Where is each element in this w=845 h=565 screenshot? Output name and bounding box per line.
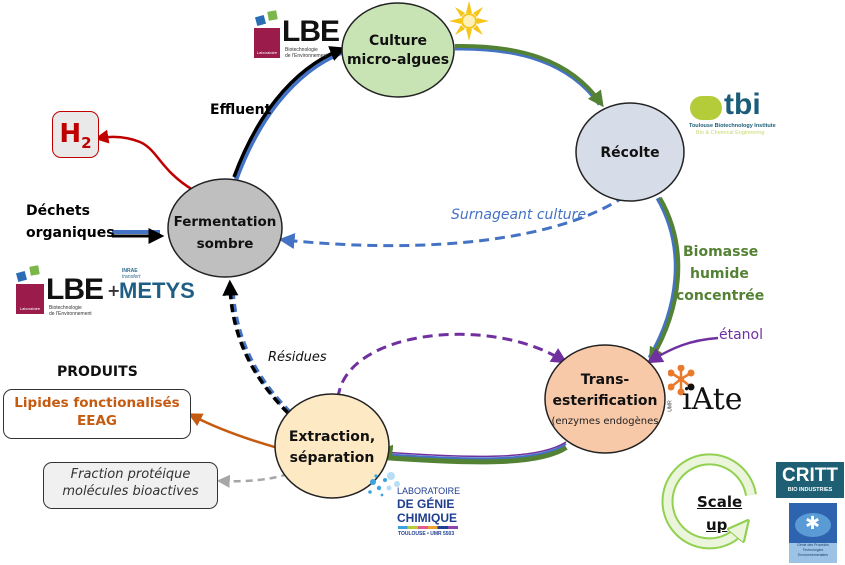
node-extraction[interactable]: Extraction, séparation (274, 393, 390, 499)
lipides-line-2: EEAG (77, 413, 117, 429)
gpte-line-3: Environnementales (798, 553, 828, 557)
iate-molecule-icon (668, 365, 695, 396)
arrow-lipides (188, 413, 279, 450)
gpte-line-2: Technologies (802, 548, 824, 552)
lbe-blue-square-icon (254, 14, 267, 27)
arrow-surnageant (278, 194, 626, 249)
gpte-line-1: Génie des Procédés (797, 543, 829, 547)
node-trans-label-1: Trans- (581, 372, 630, 388)
gpte-text-panel: Génie des Procédés Technologies Environn… (789, 543, 837, 563)
node-extraction-label-2: séparation (290, 450, 375, 466)
logo-tbi: tbi Toulouse Biotechnology Institute Bio… (688, 88, 798, 136)
metys-name: METYS (119, 278, 195, 303)
sun-icon (449, 1, 489, 41)
lgc-line-4: TOULOUSE • UMR 5503 (398, 531, 455, 537)
logo-lbe-left: Laboratoire LBE Biotechnologie de l'Envi… (14, 264, 109, 317)
lbe-sub-2: de l'Environnement (285, 53, 328, 59)
tbi-name: tbi (724, 88, 761, 121)
tbi-sub-1: Toulouse Biotechnology Institute (689, 123, 776, 129)
output-fraction: Fraction protéique molécules bioactives (43, 462, 218, 509)
label-effluent: Effluent (210, 102, 272, 118)
label-produits: PRODUITS (57, 364, 138, 380)
label-residues: Résidues (268, 350, 327, 365)
h2-main: H (59, 119, 82, 149)
lbe-sub-2: de l'Environnement (49, 311, 92, 317)
node-fermentation[interactable]: Fermentation sombre (167, 178, 283, 278)
lbe-green-square-icon (29, 265, 40, 276)
scale-up-cycle-icon (661, 453, 757, 550)
node-recolte[interactable]: Récolte (575, 102, 685, 202)
metys-pre-2: transfert (122, 274, 141, 280)
arrow-trans-to-extraction (376, 441, 568, 465)
scale-up-label-2: up (706, 516, 728, 534)
logo-plus: + (107, 281, 121, 300)
iate-name: iAte (682, 382, 743, 417)
label-surnageant: Surnageant culture (451, 207, 587, 223)
lipides-line-1: Lipides fonctionalisés (14, 395, 180, 411)
fraction-line-1: Fraction protéique (70, 467, 191, 482)
fraction-line-2: molécules bioactives (62, 484, 199, 499)
output-lipides: Lipides fonctionalisés EEAG (3, 389, 191, 439)
lbe-sub-1: Biotechnologie (49, 305, 82, 311)
tbi-sub-2: Bio & Chemical Engineering (696, 130, 765, 136)
logo-lbe-top: Laboratoire LBE Biotechnologie de l'Envi… (252, 8, 347, 59)
logo-iate: UMR iAte (668, 365, 760, 420)
lbe-red-block (254, 28, 280, 58)
scale-up-label-1: Scale (697, 493, 743, 511)
label-dechets-2: organiques (26, 225, 115, 241)
output-h2: H2 (52, 111, 99, 158)
metys-pre-1: INRAE (122, 268, 138, 274)
arrow-dechets (112, 228, 165, 244)
node-fermentation-label-1: Fermentation (174, 214, 277, 230)
lbe-name: LBE (46, 273, 104, 306)
node-culture-label-2: micro-algues (347, 52, 449, 68)
critt-sub: BIO INDUSTRIES (787, 487, 833, 493)
lgc-bubbles-icon (368, 472, 400, 497)
logo-lgc: LABORATOIRE DE GÉNIE CHIMIQUE TOULOUSE •… (365, 468, 475, 548)
lbe-blue-square-icon (15, 270, 28, 283)
gpte-emblem-icon (795, 513, 831, 537)
arrow-residues-purple (336, 332, 568, 399)
arrow-h2 (94, 129, 194, 192)
critt-name: CRITT (782, 465, 838, 486)
h2-sub: 2 (81, 134, 92, 152)
lgc-line-2: DE GÉNIE (397, 497, 455, 511)
lbe-sub-1: Biotechnologie (285, 47, 318, 53)
node-culture[interactable]: Culture micro-algues (341, 2, 455, 98)
arrow-fraction (216, 472, 289, 488)
tbi-dots-icon (690, 96, 722, 120)
lbe-tag: Laboratoire (256, 50, 278, 55)
node-culture-label-1: Culture (369, 33, 427, 49)
arrow-culture-to-recolte (454, 43, 604, 108)
lgc-line-1: LABORATOIRE (397, 486, 461, 496)
node-fermentation-label-2: sombre (197, 236, 254, 252)
lbe-name: LBE (282, 15, 340, 48)
arrow-effluent (232, 46, 346, 180)
gpte-snowflake-icon: ✱ (805, 513, 821, 533)
lbe-red-block (16, 284, 44, 314)
label-biomasse-3: concentrée (676, 288, 765, 304)
arrow-biomasse (647, 196, 681, 364)
node-recolte-label: Récolte (600, 145, 659, 161)
arrow-residues-to-fermentation (222, 279, 292, 415)
logo-gpte: ✱ Génie des Procédés Technologies Enviro… (789, 503, 837, 563)
lgc-color-bar (398, 526, 458, 529)
label-dechets-1: Déchets (26, 203, 90, 219)
lgc-line-3: CHIMIQUE (397, 511, 457, 525)
node-transesterification[interactable]: Trans- esterification (enzymes endogènes (544, 344, 666, 454)
lbe-green-square-icon (267, 10, 278, 21)
node-trans-label-2: esterification (553, 393, 658, 409)
label-etanol: étanol (719, 327, 764, 343)
logo-metys: INRAE transfert METYS (119, 268, 204, 304)
lbe-tag: Laboratoire (19, 306, 41, 311)
label-biomasse-2: humide (690, 266, 749, 282)
logo-critt: CRITT BIO INDUSTRIES (776, 462, 844, 498)
label-biomasse-1: Biomasse (683, 244, 759, 260)
arrow-etanol (646, 336, 719, 364)
node-trans-label-3: (enzymes endogènes (552, 415, 659, 427)
node-extraction-label-1: Extraction, (289, 429, 375, 445)
iate-pre: UMR (667, 400, 674, 412)
